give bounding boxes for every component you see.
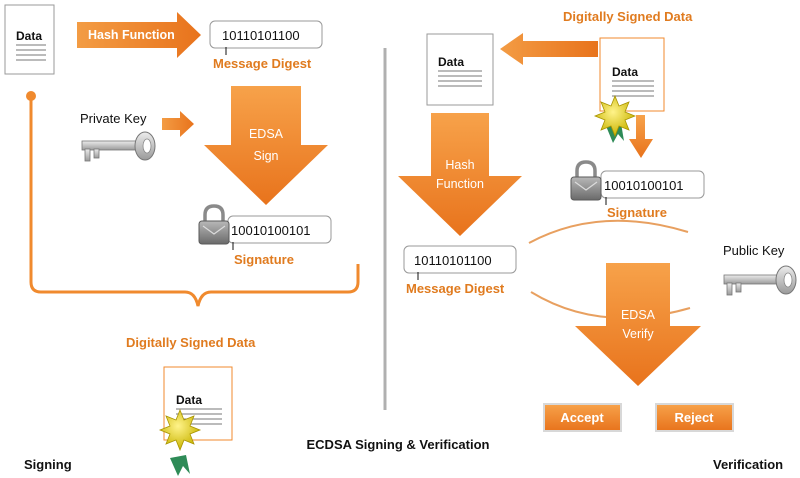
seal-icon: [158, 408, 202, 476]
signature-box: 10010100101: [227, 215, 332, 250]
private-key-arrow: [162, 111, 194, 137]
verify-extract-arrow: [500, 33, 598, 65]
private-key-label: Private Key: [80, 111, 147, 126]
verify-signed-data-caption: Digitally Signed Data: [563, 9, 693, 24]
message-digest-caption: Message Digest: [213, 56, 312, 71]
verify-lock-icon: [570, 160, 602, 201]
accept-label: Accept: [560, 410, 604, 425]
signature-value: 10010100101: [231, 223, 311, 238]
signed-document-label: Data: [176, 393, 202, 407]
verify-seal-icon: [593, 94, 637, 143]
verify-message-digest-box: 10110101100: [403, 245, 517, 280]
signing-bracket: [29, 96, 360, 307]
hash-function-arrow: Hash Function: [77, 12, 201, 58]
edsa-verify-label-line2: Verify: [622, 327, 654, 341]
public-key-icon: [723, 265, 797, 296]
edsa-sign-label-line2: Sign: [253, 149, 278, 163]
verification-section-label: Verification: [713, 457, 783, 472]
data-document: Data: [4, 4, 55, 75]
verify-signed-document-label: Data: [612, 65, 638, 79]
verify-signed-document: Data: [599, 37, 665, 112]
verify-hash-label-line1: Hash: [445, 158, 474, 172]
compare-arc-top: [528, 219, 689, 244]
public-key-label: Public Key: [723, 243, 785, 258]
edsa-sign-label-line1: EDSA: [249, 127, 284, 141]
verify-signature-caption: Signature: [607, 205, 667, 220]
signature-caption: Signature: [234, 252, 294, 267]
signing-section-label: Signing: [24, 457, 72, 472]
edsa-verify-arrow: EDSA Verify: [575, 263, 701, 386]
reject-label: Reject: [674, 410, 714, 425]
verify-data-document-label: Data: [438, 55, 464, 69]
key-icon: [81, 131, 156, 162]
verify-message-digest-caption: Message Digest: [406, 281, 505, 296]
lock-icon: [198, 204, 230, 245]
diagram-title: ECDSA Signing & Verification: [307, 437, 490, 452]
accept-button[interactable]: Accept: [543, 403, 622, 432]
verify-hash-arrow: Hash Function: [398, 113, 522, 236]
signed-data-caption: Digitally Signed Data: [126, 335, 256, 350]
message-digest-box: 10110101100: [209, 20, 323, 55]
verify-message-digest-value: 10110101100: [414, 253, 492, 268]
message-digest-value: 10110101100: [222, 28, 300, 43]
edsa-sign-arrow: EDSA Sign: [204, 86, 328, 205]
verify-data-document: Data: [426, 33, 494, 106]
hash-function-label: Hash Function: [88, 28, 175, 42]
reject-button[interactable]: Reject: [655, 403, 734, 432]
verify-signature-box: 10010100101: [600, 170, 705, 205]
data-document-label: Data: [16, 29, 42, 43]
verify-signature-value: 10010100101: [604, 178, 684, 193]
edsa-verify-label-line1: EDSA: [621, 308, 656, 322]
verify-signature-arrow: [629, 115, 653, 158]
verify-hash-label-line2: Function: [436, 177, 484, 191]
